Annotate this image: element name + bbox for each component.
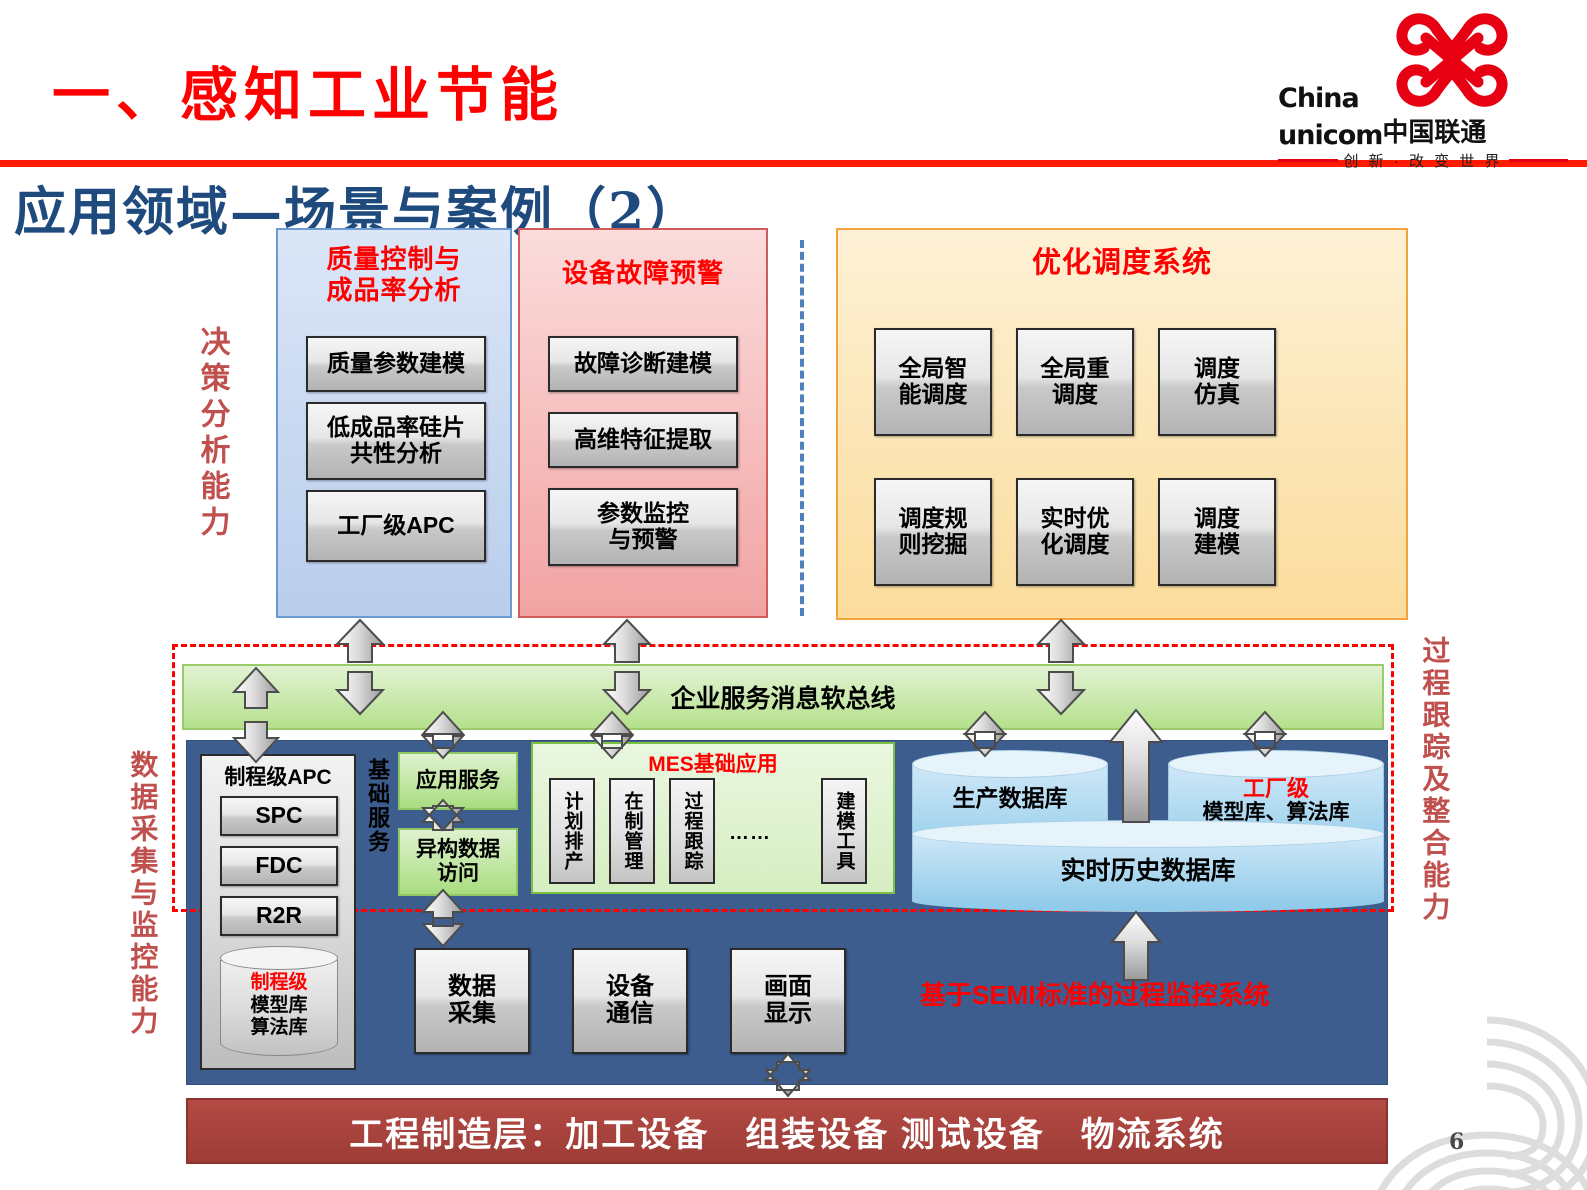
mes-tile-0[interactable]: 计划排产 xyxy=(549,778,595,884)
mes-title: MES基础应用 xyxy=(648,753,778,776)
apc-tile-fdc[interactable]: FDC xyxy=(220,846,338,886)
monitor-tile-1[interactable]: 设备 通信 xyxy=(572,948,688,1054)
tile-quality-2[interactable]: 工厂级APC xyxy=(306,490,486,562)
tile-fault-0[interactable]: 故障诊断建模 xyxy=(548,336,738,392)
service-hetero-data-access[interactable]: 异构数据 访问 xyxy=(398,828,518,896)
unicom-knot-icon xyxy=(1396,13,1508,107)
db-factory-model-prefix: 工厂级 xyxy=(1242,775,1309,801)
label-collect-capability: 数据采集与监控能力 xyxy=(126,750,160,1038)
tile-schedule-1[interactable]: 全局重 调度 xyxy=(1016,328,1134,436)
label-decision-capability: 决策分析能力 xyxy=(194,326,230,542)
mes-tile-2[interactable]: 过程跟踪 xyxy=(669,778,715,884)
panel-fault-title: 设备故障预警 xyxy=(561,258,724,288)
slogan-rule-right xyxy=(1508,159,1569,162)
apc-model-store-top xyxy=(220,946,338,970)
logo-slogan-row: 创 新 · 改 变 世 界 xyxy=(1278,150,1569,171)
db-realtime-history-label: 实时历史数据库 xyxy=(1060,856,1236,885)
monitor-tile-2[interactable]: 画面 显示 xyxy=(730,948,846,1054)
apc-title: 制程级APC xyxy=(224,766,332,789)
enterprise-service-bus[interactable]: 企业服务消息软总线 xyxy=(182,664,1384,730)
panel-optimized-scheduling[interactable]: 优化调度系统 全局智 能调度 全局重 调度 调度 仿真 调度规 则挖掘 实时优 … xyxy=(836,228,1408,620)
logo-en-line1-text: China xyxy=(1278,83,1360,114)
db-realtime-history[interactable]: 实时历史数据库 xyxy=(912,820,1384,912)
logo-wordmark: China unicom 中国联通 xyxy=(1278,83,1568,149)
monitor-caption: 基于SEMI标准的过程监控系统 xyxy=(920,980,1270,1010)
tile-schedule-5[interactable]: 调度 建模 xyxy=(1158,478,1276,586)
db-factory-model-label: 工厂级 模型库、算法库 xyxy=(1168,776,1384,827)
tile-fault-2[interactable]: 参数监控 与预警 xyxy=(548,488,738,566)
manufacturing-layer-bar[interactable]: 工程制造层：加工设备 组装设备 测试设备 物流系统 xyxy=(186,1098,1388,1164)
section-title: 一、感知工业节能 xyxy=(52,61,565,129)
page-number: 6 xyxy=(1449,1129,1465,1155)
mes-tile-1[interactable]: 在制管理 xyxy=(609,778,655,884)
process-level-apc[interactable]: 制程级APC SPC FDC R2R 制程级 模型库 算法库 xyxy=(200,754,356,1070)
apc-model-store-label: 制程级 模型库 算法库 xyxy=(220,972,338,1039)
db-factory-model-top xyxy=(1168,750,1384,778)
tile-schedule-0[interactable]: 全局智 能调度 xyxy=(874,328,992,436)
apc-model-store-lines: 模型库 算法库 xyxy=(250,994,308,1039)
tile-fault-1[interactable]: 高维特征提取 xyxy=(548,412,738,468)
logo-en-line1: China xyxy=(1278,83,1568,114)
db-production-top xyxy=(912,750,1108,778)
monitor-tile-0[interactable]: 数据 采集 xyxy=(414,948,530,1054)
service-application[interactable]: 应用服务 xyxy=(398,752,518,810)
tile-schedule-2[interactable]: 调度 仿真 xyxy=(1158,328,1276,436)
panel-quality-title: 质量控制与 成品率分析 xyxy=(326,244,462,305)
label-process-capability: 过程跟踪及整合能力 xyxy=(1418,636,1452,924)
apc-tile-spc[interactable]: SPC xyxy=(220,796,338,836)
slogan-rule-left xyxy=(1278,159,1338,162)
mes-tile-3[interactable]: 建模工具 xyxy=(821,778,867,884)
logo-cn-text: 中国联通 xyxy=(1382,116,1487,147)
tile-schedule-4[interactable]: 实时优 化调度 xyxy=(1016,478,1134,586)
panel-fault-warning[interactable]: 设备故障预警 故障诊断建模 高维特征提取 参数监控 与预警 xyxy=(518,228,768,618)
tile-quality-1[interactable]: 低成品率硅片 共性分析 xyxy=(306,402,486,480)
mes-ellipsis: …… xyxy=(729,822,771,844)
apc-model-store-body xyxy=(220,960,338,1056)
china-unicom-logo: China unicom 中国联通 创 新 · 改 变 世 界 xyxy=(1268,8,1569,171)
panel-group-divider xyxy=(800,240,804,616)
tile-quality-0[interactable]: 质量参数建模 xyxy=(306,336,486,392)
logo-en-line2-text: unicom xyxy=(1278,120,1383,151)
apc-tile-r2r[interactable]: R2R xyxy=(220,896,338,936)
db-factory-model-name: 模型库、算法库 xyxy=(1202,801,1350,825)
integration-dashed-region xyxy=(172,644,1394,912)
db-production-label: 生产数据库 xyxy=(952,784,1068,811)
mes-base-application: MES基础应用 计划排产 在制管理 过程跟踪 …… 建模工具 xyxy=(531,742,895,894)
db-realtime-history-top xyxy=(912,820,1384,848)
header-divider xyxy=(0,160,1587,167)
panel-schedule-title: 优化调度系统 xyxy=(1031,247,1212,279)
apc-model-store-prefix: 制程级 xyxy=(250,972,308,994)
logo-slogan-text: 创 新 · 改 变 世 界 xyxy=(1343,153,1503,170)
apc-model-store[interactable]: 制程级 模型库 算法库 xyxy=(220,946,338,1056)
tile-schedule-3[interactable]: 调度规 则挖掘 xyxy=(874,478,992,586)
logo-en-line2: unicom 中国联通 xyxy=(1278,112,1568,149)
label-basic-service: 基础服务 xyxy=(364,758,390,854)
panel-quality-control[interactable]: 质量控制与 成品率分析 质量参数建模 低成品率硅片 共性分析 工厂级APC xyxy=(276,228,512,618)
